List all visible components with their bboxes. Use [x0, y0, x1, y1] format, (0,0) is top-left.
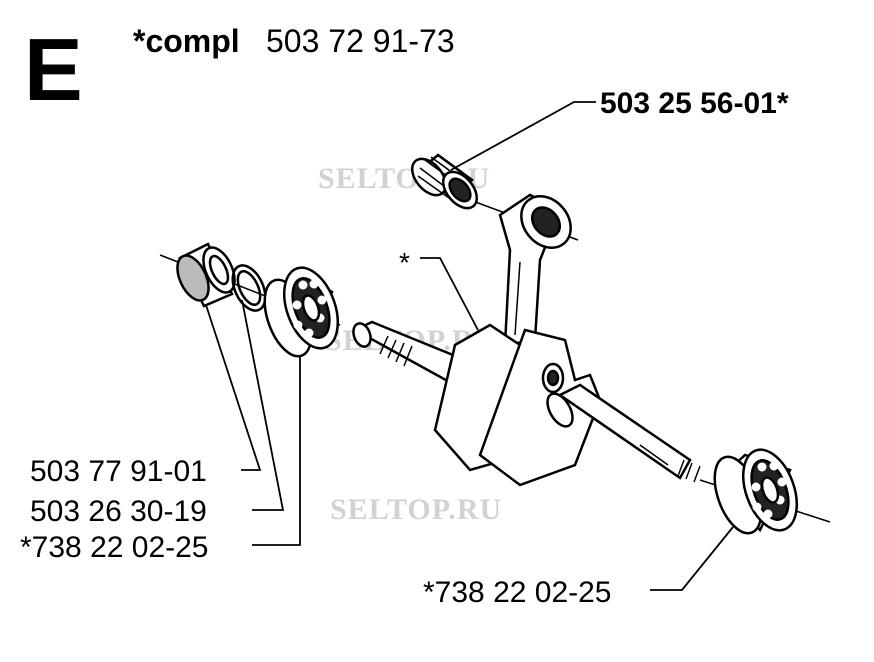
left-ball-bearing-part [263, 266, 339, 358]
compl-part-number: 503 72 91-73 [266, 23, 455, 59]
circlip-part [231, 264, 267, 312]
left-bushing-part [176, 242, 236, 308]
left-bearing-label: *738 22 02-25 [20, 531, 209, 564]
crankshaft-asterisk-label: * [399, 247, 410, 278]
needle-bearing-label: 503 25 56-01* [600, 87, 789, 120]
right-ball-bearing-part [713, 448, 798, 535]
right-bearing-label: *738 22 02-25 [423, 576, 612, 609]
crankshaft-part [352, 193, 701, 487]
watermark-bottom: SELTOP.RU [330, 493, 502, 526]
section-letter: E [24, 20, 83, 119]
left-bushing-label: 503 77 91-01 [30, 455, 207, 488]
needle-bearing-part [410, 153, 479, 210]
circlip-label: 503 26 30-19 [30, 495, 207, 528]
leader-lines [205, 101, 734, 591]
compl-label: *compl [133, 23, 240, 59]
